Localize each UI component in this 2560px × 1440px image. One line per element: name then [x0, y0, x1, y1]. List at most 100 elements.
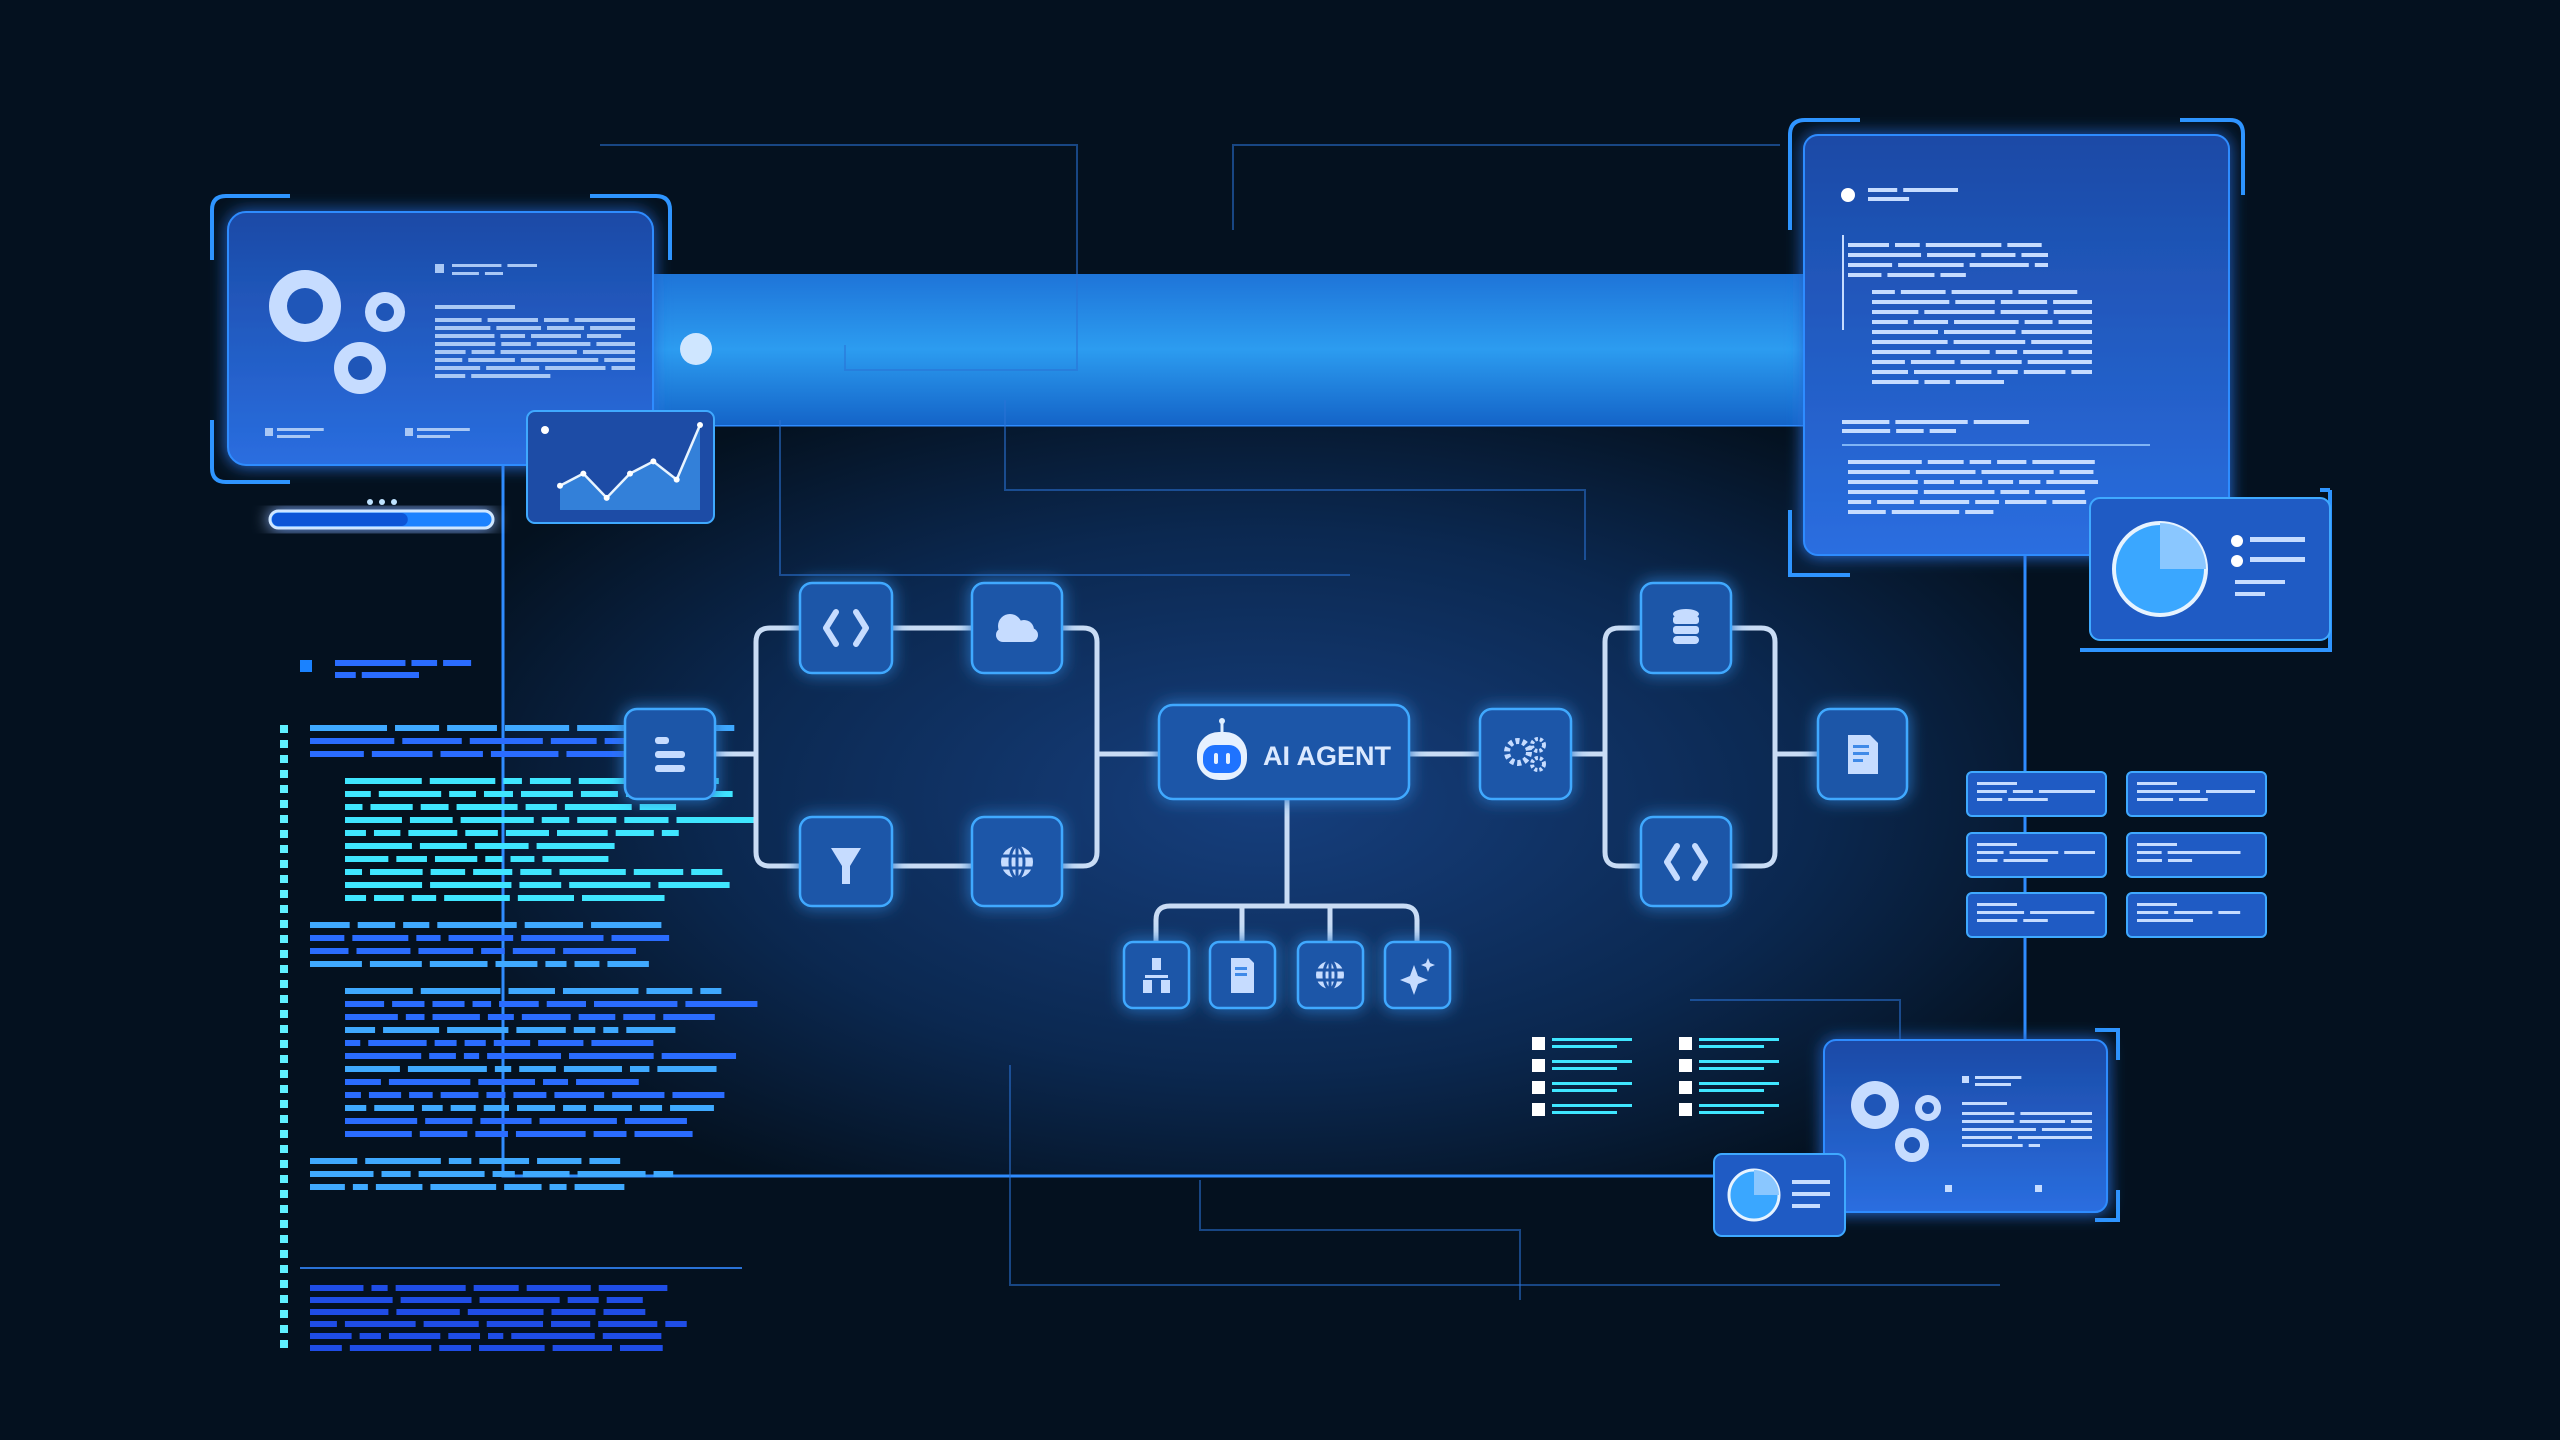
- text-placeholder-line: [556, 830, 608, 836]
- text-placeholder-line: [589, 1158, 621, 1164]
- text-placeholder-line: [421, 1105, 443, 1111]
- text-placeholder-line: [1895, 243, 1920, 247]
- text-placeholder-line: [1977, 919, 2018, 922]
- text-placeholder-line: [1936, 350, 1990, 354]
- text-placeholder-line: [519, 882, 562, 888]
- text-placeholder-line: [663, 1014, 715, 1020]
- text-placeholder-line: [1924, 380, 1950, 384]
- text-placeholder-line: [1896, 429, 1924, 433]
- text-placeholder-line: [639, 804, 677, 810]
- text-placeholder-line: [345, 1066, 400, 1072]
- text-placeholder-line: [344, 1321, 416, 1327]
- node-globe-left[interactable]: [970, 815, 1064, 908]
- text-placeholder-line: [521, 935, 604, 941]
- node-settings[interactable]: [1478, 707, 1573, 801]
- text-placeholder-line: [1552, 1089, 1617, 1092]
- text-placeholder-line: [425, 1118, 473, 1124]
- info-card: [2126, 771, 2267, 817]
- text-placeholder-line: [510, 856, 535, 862]
- text-placeholder-line: [495, 961, 538, 967]
- document-panel: [1788, 118, 2245, 577]
- text-placeholder-line: [2137, 798, 2174, 801]
- checkbox: [1679, 1037, 1692, 1050]
- text-placeholder-line: [552, 1345, 612, 1351]
- code-icon: [1664, 843, 1708, 881]
- text-placeholder-line: [573, 1027, 596, 1033]
- ai-agent-node[interactable]: AI AGENT: [1157, 703, 1411, 801]
- checkbox: [1532, 1103, 1545, 1116]
- text-placeholder-line: [541, 817, 570, 823]
- text-placeholder-line: [1940, 273, 1966, 277]
- text-placeholder-line: [435, 334, 495, 338]
- node-filter[interactable]: [798, 815, 894, 908]
- tool-file[interactable]: [1208, 940, 1277, 1010]
- filter-icon: [831, 848, 861, 884]
- text-placeholder-line: [310, 1158, 358, 1164]
- text-placeholder-line: [368, 1092, 402, 1098]
- text-placeholder-line: [1699, 1104, 1779, 1107]
- code-gutter-dot: [280, 1190, 288, 1198]
- node-cloud[interactable]: [970, 581, 1064, 675]
- text-placeholder-line: [444, 895, 510, 901]
- text-placeholder-line: [472, 1001, 492, 1007]
- text-placeholder-line: [566, 751, 637, 757]
- text-placeholder-line: [381, 1171, 411, 1177]
- code-gutter-dot: [280, 1040, 288, 1048]
- code-gutter-dot: [280, 1340, 288, 1348]
- text-placeholder-line: [352, 1184, 368, 1190]
- text-placeholder-line: [1915, 470, 1976, 474]
- text-placeholder-line: [1955, 380, 2004, 384]
- node-code-right[interactable]: [1639, 815, 1733, 908]
- text-placeholder-line: [538, 1040, 584, 1046]
- text-placeholder-line: [1848, 490, 1918, 494]
- chart-point: [580, 470, 587, 477]
- text-placeholder-line: [578, 778, 627, 784]
- text-placeholder-line: [549, 1184, 567, 1190]
- text-placeholder-line: [700, 988, 722, 994]
- tool-sparkle[interactable]: [1383, 940, 1452, 1010]
- text-placeholder-line: [277, 428, 324, 431]
- text-placeholder-line: [602, 1333, 662, 1339]
- tool-hierarchy[interactable]: [1122, 940, 1191, 1010]
- text-placeholder-line: [577, 725, 648, 731]
- text-placeholder-line: [574, 318, 635, 322]
- text-placeholder-line: [1552, 1038, 1632, 1041]
- text-placeholder-line: [374, 1105, 414, 1111]
- chart-point: [650, 458, 657, 465]
- text-placeholder-line: [310, 1309, 389, 1315]
- text-placeholder-line: [435, 374, 466, 378]
- text-placeholder-line: [569, 882, 651, 888]
- code-gutter-dot: [280, 755, 288, 763]
- cloud-icon: [996, 614, 1038, 642]
- text-placeholder-line: [310, 935, 345, 941]
- text-placeholder-line: [576, 1079, 639, 1085]
- code-gutter-dot: [280, 950, 288, 958]
- text-placeholder-line: [420, 804, 449, 810]
- text-placeholder-line: [435, 358, 463, 362]
- text-placeholder-line: [345, 1027, 376, 1033]
- text-placeholder-line: [521, 1014, 571, 1020]
- text-placeholder-line: [676, 817, 755, 823]
- tool-web[interactable]: [1296, 940, 1365, 1010]
- text-placeholder-line: [551, 1309, 596, 1315]
- text-placeholder-line: [429, 778, 496, 784]
- text-placeholder-line: [2137, 851, 2162, 854]
- text-placeholder-line: [582, 350, 635, 354]
- node-menu[interactable]: [623, 707, 717, 801]
- text-placeholder-line: [646, 988, 693, 994]
- text-placeholder-line: [2028, 1144, 2040, 1147]
- pie-panel: [2080, 488, 2332, 652]
- text-placeholder-line: [429, 1053, 456, 1059]
- node-document[interactable]: [1816, 707, 1909, 801]
- node-database[interactable]: [1639, 581, 1733, 675]
- text-placeholder-line: [310, 738, 395, 744]
- text-placeholder-line: [2024, 320, 2053, 324]
- text-placeholder-line: [1977, 911, 2025, 914]
- text-placeholder-line: [373, 830, 401, 836]
- text-placeholder-line: [1981, 470, 2054, 474]
- text-placeholder-line: [505, 830, 549, 836]
- code-gutter-dot: [280, 1295, 288, 1303]
- text-placeholder-line: [440, 1092, 479, 1098]
- node-code-left[interactable]: [798, 581, 894, 675]
- text-placeholder-line: [448, 1158, 472, 1164]
